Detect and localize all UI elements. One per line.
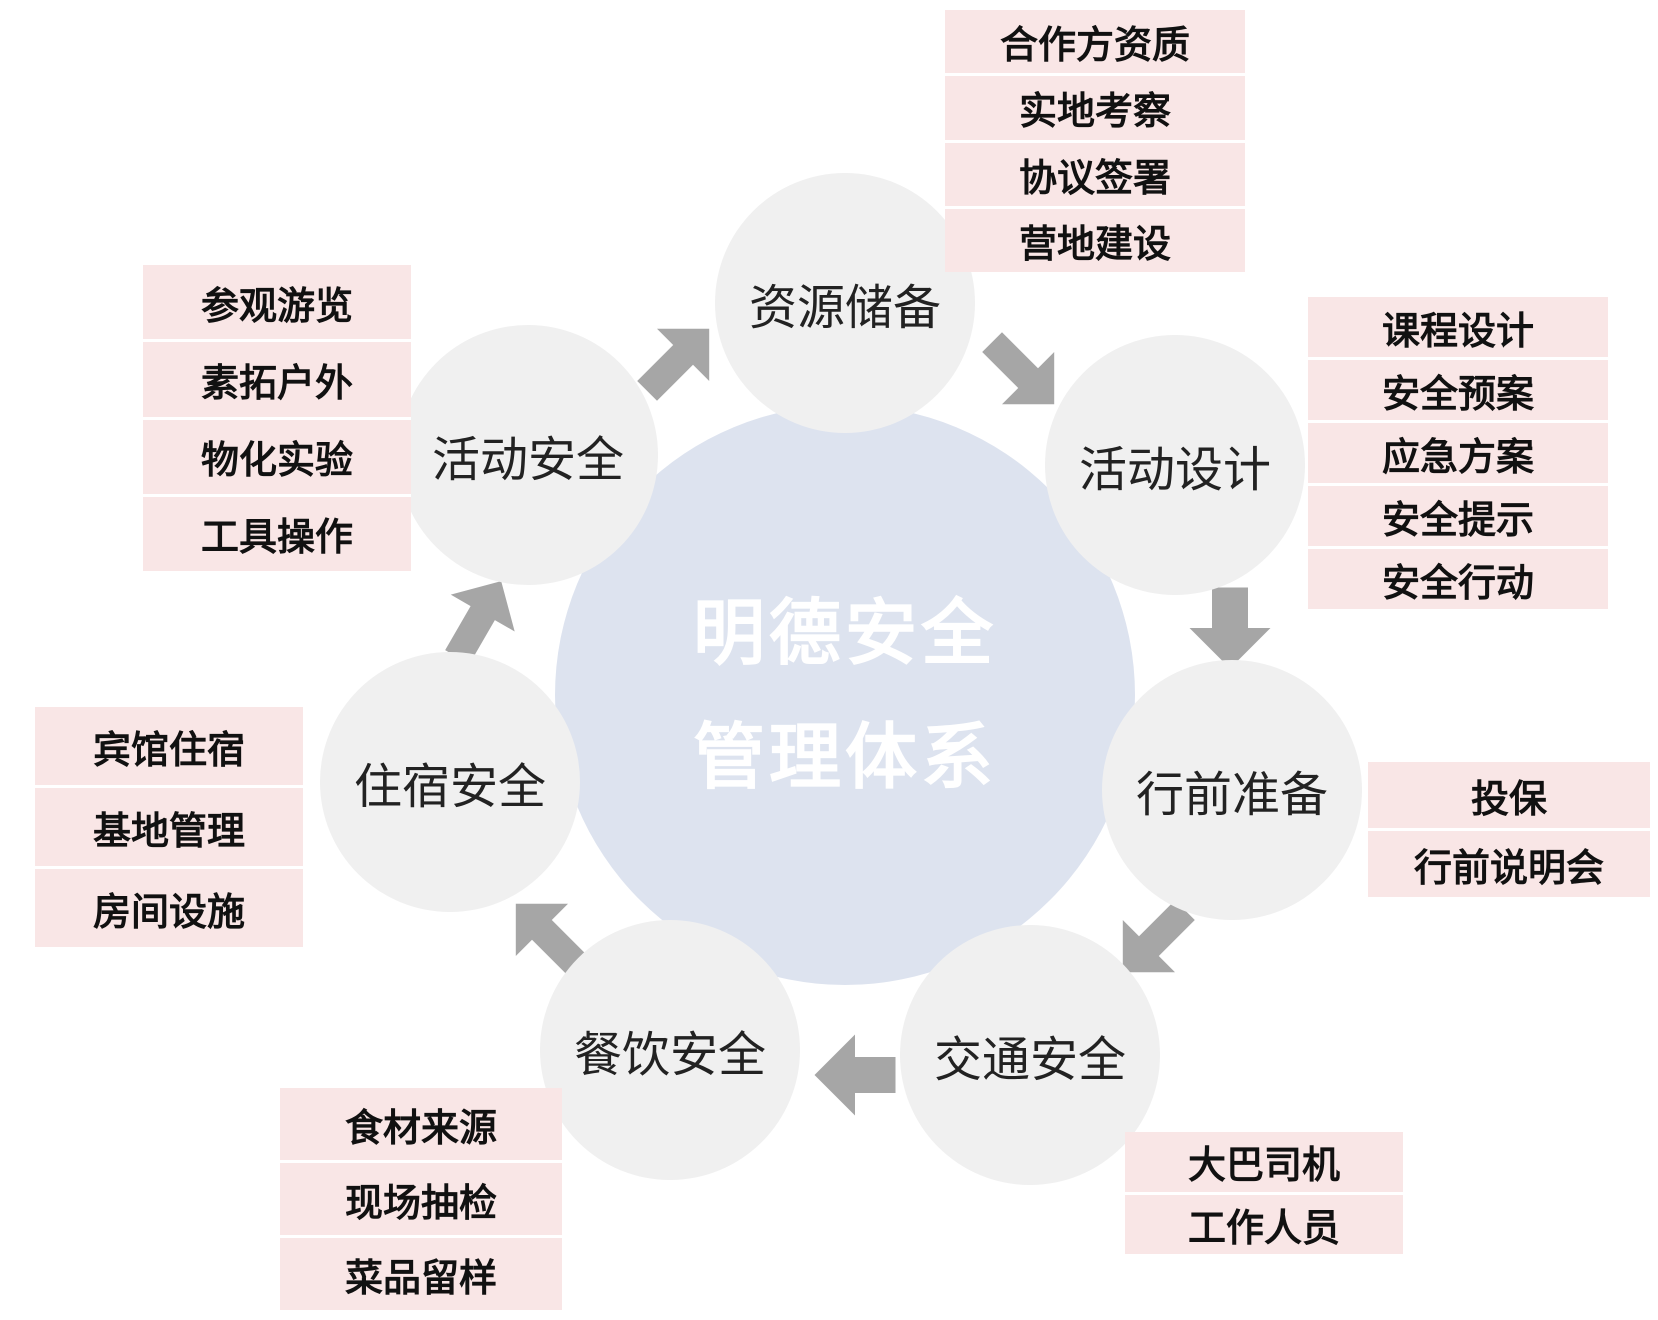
list-item: 宾馆住宿 [35,707,303,788]
list-item: 房间设施 [35,869,303,947]
list-item: 行前说明会 [1368,831,1650,897]
node-lodging: 住宿安全 [320,652,580,912]
list-item: 物化实验 [143,419,411,497]
list-item: 参观游览 [143,265,411,343]
arrow-prep-to-traffic-icon [1112,893,1202,983]
list-item: 安全预案 [1308,360,1608,423]
arrow-traffic-to-catering-icon [810,1030,900,1120]
list-item: 素拓户外 [143,342,411,420]
list-item: 实地考察 [945,76,1245,143]
list-item: 现场抽检 [280,1163,562,1238]
list-item: 应急方案 [1308,423,1608,486]
box-catering: 食材来源 现场抽检 菜品留样 [280,1088,562,1310]
list-item: 投保 [1368,762,1650,831]
arrow-design-to-prep-icon [1185,583,1275,673]
center-title-line1: 明德安全 [692,591,997,675]
box-resource: 合作方资质 实地考察 协议签署 营地建设 [945,10,1245,272]
center-circle: 明德安全 管理体系 [555,405,1135,985]
node-catering: 餐饮安全 [540,920,800,1180]
list-item: 合作方资质 [945,10,1245,77]
list-item: 课程设计 [1308,297,1608,360]
box-traffic: 大巴司机 工作人员 [1125,1132,1403,1254]
arrow-lodging-to-activity-icon [432,578,522,668]
list-item: 工具操作 [143,496,411,571]
list-item: 食材来源 [280,1088,562,1163]
arrow-activity-to-resource-icon [630,318,720,408]
node-activity: 活动安全 [398,325,658,585]
list-item: 协议签署 [945,142,1245,209]
list-item: 菜品留样 [280,1238,562,1310]
list-item: 基地管理 [35,788,303,869]
node-prep: 行前准备 [1102,660,1362,920]
list-item: 工作人员 [1125,1194,1403,1254]
box-lodging: 宾馆住宿 基地管理 房间设施 [35,707,303,947]
box-prep: 投保 行前说明会 [1368,762,1650,897]
list-item: 安全提示 [1308,486,1608,549]
node-resource: 资源储备 [715,173,975,433]
list-item: 安全行动 [1308,549,1608,609]
list-item: 营地建设 [945,208,1245,272]
center-title-line2: 管理体系 [692,715,997,799]
box-activity: 参观游览 素拓户外 物化实验 工具操作 [143,265,411,571]
box-design: 课程设计 安全预案 应急方案 安全提示 安全行动 [1308,297,1608,609]
list-item: 大巴司机 [1125,1132,1403,1195]
node-design: 活动设计 [1045,335,1305,595]
node-traffic: 交通安全 [900,925,1160,1185]
arrow-catering-to-lodging-icon [505,893,595,983]
arrow-resource-to-design-icon [975,325,1065,415]
